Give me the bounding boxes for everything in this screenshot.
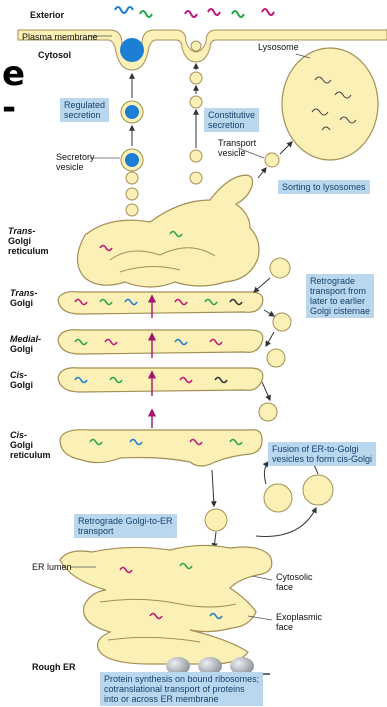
regulated-vesicle-chain [121,74,143,216]
transport-vesicle-fusing [191,41,201,51]
rough-er [60,545,272,664]
medial-golgi-label: Medial-Golgi [10,334,41,354]
trans-golgi-cisterna [58,292,263,314]
protein-synthesis-callout: Protein synthesis on bound ribosomes;cot… [100,672,263,706]
lysosome-label: Lysosome [258,42,299,52]
lysosome [282,48,378,160]
cis-golgi-cisterna [58,368,263,392]
exterior-space [18,0,387,30]
cutoff-glyph-dash: - [2,88,16,128]
er-to-golgi-vesicles [205,455,333,548]
arrow-to-lysosome [280,142,292,154]
arrow-sorting [258,168,266,178]
lysosome-transport-vesicle [265,153,279,167]
cis-golgi-reticulum [60,430,262,466]
golgi-cisternae [58,292,263,392]
secretory-vesicle-fusing [120,38,144,62]
sorting-to-lysosomes-callout: Sorting to lysosomes [278,180,370,194]
cis-golgi-label: Cis-Golgi [10,370,33,390]
exterior-label: Exterior [30,10,64,20]
constitutive-vesicle-chain [190,64,202,184]
medial-golgi-cisterna [58,330,263,354]
rough-er-label: Rough ER [32,662,76,672]
plasma-membrane-label: Plasma membrane [22,32,98,42]
trans-golgi-label: Trans-Golgi [10,288,37,308]
cytosol-label: Cytosol [38,50,71,60]
trans-golgi-reticulum [78,175,260,287]
er-lumen-label: ER lumen [32,562,72,572]
